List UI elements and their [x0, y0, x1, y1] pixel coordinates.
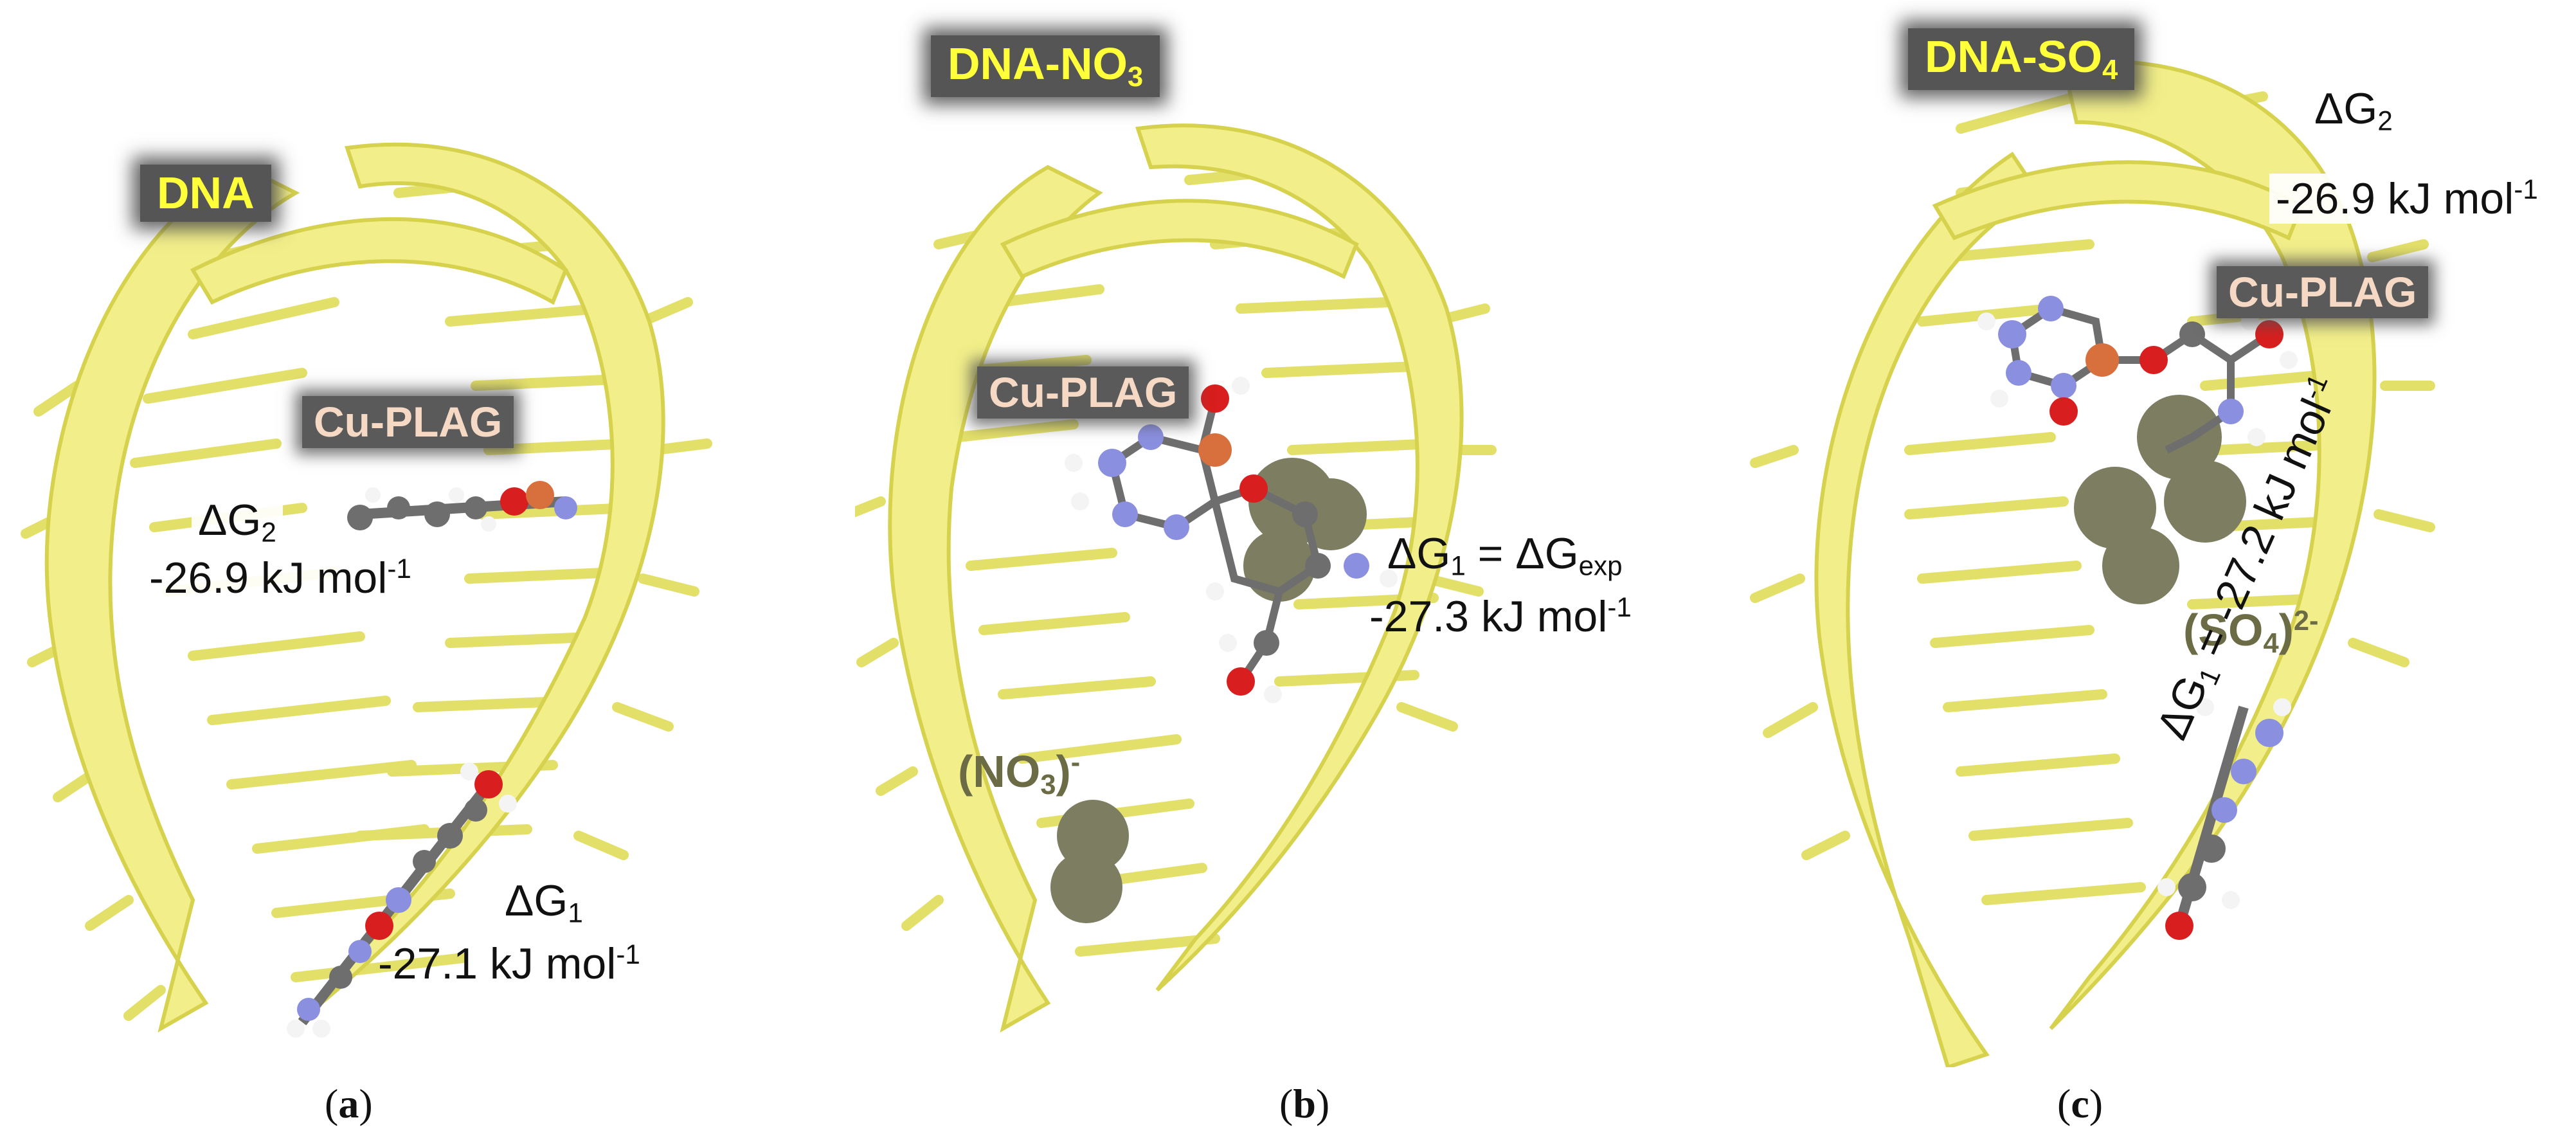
caption-a: (a) — [325, 1080, 373, 1128]
dna-model-a — [21, 142, 712, 1038]
caption-letter-b: b — [1293, 1081, 1316, 1126]
caption-open-a: ( — [325, 1081, 339, 1126]
dg2-label-c: ΔG2 — [2314, 84, 2393, 137]
ion-so4-close: ) — [2278, 605, 2294, 655]
ion-no3-charge: - — [1070, 747, 1081, 779]
ion-no3-label: (NO3)- — [958, 746, 1080, 801]
dg-value-b: -27.3 kJ mol-1 — [1369, 591, 1632, 642]
dna-model-b — [855, 123, 1497, 1033]
dg-lhs-sub-b: 1 — [1450, 550, 1466, 581]
dg2-exp-a: -1 — [387, 553, 411, 584]
ion-so4-label: (SO4)2- — [2183, 604, 2319, 660]
dg2-value-a: -26.9 kJ mol-1 — [143, 553, 418, 604]
dg2-value-text-c: -26.9 kJ mol — [2276, 174, 2514, 223]
ion-no3-close: ) — [1056, 746, 1071, 797]
ion-no3-sub: 3 — [1040, 769, 1056, 800]
dg2-sub-a: 2 — [261, 517, 276, 548]
caption-open-c: ( — [2057, 1081, 2071, 1126]
panel-b: DNA-NO3 Cu-PLAG ΔG1 = ΔGexp -27.3 kJ mol… — [855, 0, 1716, 1145]
cu-plag-text-c: Cu-PLAG — [2228, 268, 2417, 316]
dg-value-text-b: -27.3 kJ mol — [1369, 592, 1608, 641]
tag-dna-no3-sub: 3 — [1127, 61, 1144, 93]
dg2-symbol-a: ΔG — [198, 496, 262, 545]
ion-so4-main: (SO — [2183, 605, 2264, 655]
ion-no3-main: (NO — [958, 746, 1041, 797]
dg2-sub-c: 2 — [2377, 105, 2393, 136]
caption-close-c: ) — [2089, 1081, 2103, 1126]
caption-open-b: ( — [1279, 1081, 1293, 1126]
dg-rhs-sub-b: exp — [1578, 550, 1623, 581]
dg2-value-c: -26.9 kJ mol-1 — [2269, 174, 2544, 224]
dg1-value-a: -27.1 kJ mol-1 — [378, 939, 640, 989]
dg-exp-b: -1 — [1607, 591, 1632, 622]
caption-letter-a: a — [338, 1081, 359, 1126]
dg1-exp-a: -1 — [616, 939, 640, 969]
cu-plag-label-c: Cu-PLAG — [2217, 266, 2429, 318]
dg1-value-text-a: -27.1 kJ mol — [378, 939, 617, 988]
dg1-symbol-a: ΔG — [505, 876, 568, 925]
dg-eq-b: = ΔG — [1465, 529, 1579, 578]
dg2-value-text-a: -26.9 kJ mol — [149, 554, 388, 602]
tag-dna: DNA — [140, 165, 271, 222]
tag-dna-no3: DNA-NO3 — [931, 35, 1160, 97]
dg2-symbol-c: ΔG — [2314, 84, 2378, 133]
dg1-label-a: ΔG1 — [505, 876, 583, 929]
dg-lhs-b: ΔG — [1387, 529, 1451, 578]
ion-so4-charge: 2- — [2293, 606, 2319, 637]
dg2-label-a: ΔG2 — [192, 495, 283, 548]
ion-so4-sub: 4 — [2263, 627, 2279, 659]
caption-close-b: ) — [1315, 1081, 1330, 1126]
caption-c: (c) — [2057, 1080, 2103, 1128]
panel-c: DNA-SO4 ΔG2 -26.9 kJ mol-1 Cu-PLAG (SO4)… — [1716, 0, 2576, 1145]
dg2-exp-c: -1 — [2514, 174, 2538, 204]
tag-dna-so4-sub: 4 — [2102, 54, 2118, 86]
caption-letter-c: c — [2071, 1081, 2089, 1126]
tag-dna-so4: DNA-SO4 — [1908, 28, 2135, 90]
tag-dna-text: DNA — [157, 168, 255, 218]
dg1-sub-a: 1 — [568, 897, 583, 928]
panel-a: DNA Cu-PLAG ΔG2 -26.9 kJ mol-1 ΔG1 -27.1… — [0, 0, 855, 1145]
cu-plag-text-b: Cu-PLAG — [989, 368, 1178, 416]
cu-plag-label-b: Cu-PLAG — [977, 366, 1189, 419]
cu-plag-label-a: Cu-PLAG — [302, 396, 514, 448]
caption-close-a: ) — [359, 1081, 373, 1126]
cu-plag-text-a: Cu-PLAG — [314, 398, 503, 446]
caption-b: (b) — [1279, 1080, 1329, 1128]
tag-dna-no3-text: DNA-NO — [948, 39, 1128, 89]
dg-equality-label-b: ΔG1 = ΔGexp — [1387, 528, 1623, 582]
dna-model-c — [1750, 59, 2435, 1067]
tag-dna-so4-text: DNA-SO — [1925, 32, 2103, 82]
